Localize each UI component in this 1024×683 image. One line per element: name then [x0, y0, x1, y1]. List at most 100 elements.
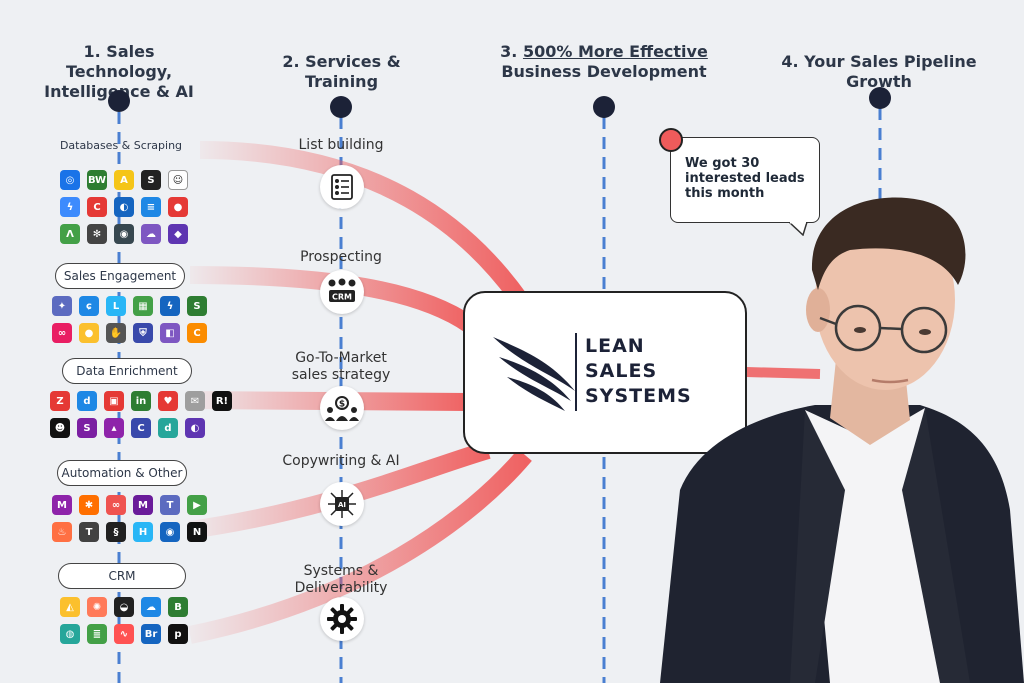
category-automation: Automation & Other [57, 460, 187, 486]
cube-icon: ▣ [104, 391, 124, 411]
ghost-icon: ☺ [168, 170, 188, 190]
brand-line-2: SALES [585, 360, 658, 382]
pipe-icon: ◒ [114, 597, 134, 617]
lemlist-icon: L [106, 296, 126, 316]
testimonial-text: We got 30 interested leads this month [685, 156, 805, 201]
builtwith-icon: BW [87, 170, 107, 190]
cloud-icon: ☁ [141, 224, 161, 244]
seamless-icon: S [141, 170, 161, 190]
column-title-2: 2. Services & Training [282, 52, 401, 91]
band-prospecting [189, 266, 476, 333]
stack-icon: ≡ [141, 197, 161, 217]
reply-icon: ɕ [79, 296, 99, 316]
moon-icon: ◐ [185, 418, 205, 438]
mailshake-icon: ● [79, 323, 99, 343]
wing-logo-icon [493, 337, 575, 411]
bolt-icon: ϟ [160, 296, 180, 316]
money-team-icon: $ [320, 386, 364, 430]
zoominfo-icon: Z [50, 391, 70, 411]
make-icon: M [52, 495, 72, 515]
apex-icon: Λ [60, 224, 80, 244]
brand-line-1: LEAN [585, 335, 645, 357]
mail-icon: ✉ [185, 391, 205, 411]
monday-icon: ∿ [114, 624, 134, 644]
airtable-icon: ◭ [60, 597, 80, 617]
salesforce-icon: ☁ [141, 597, 161, 617]
category-data-enrichment: Data Enrichment [62, 358, 192, 384]
diamond-icon: ◆ [168, 224, 188, 244]
glyph1-icon: ✦ [52, 296, 72, 316]
n8n-icon: ∞ [106, 495, 126, 515]
m-icon: M [133, 495, 153, 515]
t-icon: T [79, 522, 99, 542]
crm-team-icon: CRM [320, 270, 364, 314]
bubble-dot-icon [659, 128, 683, 152]
br-icon: Br [141, 624, 161, 644]
square-icon: ◧ [160, 323, 180, 343]
ai-chip-icon: AI [320, 482, 364, 526]
smile-icon: ☻ [50, 418, 70, 438]
crm-icon-text: CRM [332, 293, 352, 302]
column-node-1 [108, 90, 130, 112]
lime-icon: ≣ [87, 624, 107, 644]
d-icon: d [77, 391, 97, 411]
salesloft-icon: S [187, 296, 207, 316]
s-icon: S [77, 418, 97, 438]
gear-icon [320, 597, 364, 641]
clearbit-icon: C [87, 197, 107, 217]
zapier-icon: ✱ [79, 495, 99, 515]
category-sales-engagement: Sales Engagement [55, 263, 185, 289]
brand-line-3: SYSTEMS [585, 385, 692, 407]
brand-divider [575, 333, 577, 411]
fire-icon: ♨ [52, 522, 72, 542]
robot-icon: ◉ [114, 224, 134, 244]
bookmark-icon: ▴ [104, 418, 124, 438]
c-icon: C [131, 418, 151, 438]
compass-icon: ◎ [60, 170, 80, 190]
column-node-3 [593, 96, 615, 118]
column-title-4: 4. Your Sales Pipeline Growth [781, 52, 977, 91]
svg-text:$: $ [339, 400, 345, 410]
contact-list-icon [320, 165, 364, 209]
band-list-building [199, 141, 528, 306]
category-databases: Databases & Scraping [59, 139, 183, 152]
column-title-3: 3. 500% More Effective Business Developm… [500, 42, 708, 81]
band-output [745, 367, 821, 379]
grid-icon: ▦ [133, 296, 153, 316]
heart-icon: ♥ [158, 391, 178, 411]
notion-icon: N [187, 522, 207, 542]
band-systems [188, 449, 532, 644]
service-label-prospecting: Prospecting [300, 249, 382, 265]
apollo-icon: A [114, 170, 134, 190]
pipedrive-icon: p [168, 624, 188, 644]
service-label-gtm: Go-To-Market sales strategy [291, 350, 391, 383]
teams-icon: T [160, 495, 180, 515]
hand-icon: ✋ [106, 323, 126, 343]
service-label-copywriting: Copywriting & AI [282, 453, 400, 469]
ai-icon-text: AI [338, 501, 346, 509]
brand-card: LEAN SALES SYSTEMS [463, 291, 747, 454]
linkedin-icon: in [131, 391, 151, 411]
meet-icon: ▶ [187, 495, 207, 515]
dropcontact-icon: d [158, 418, 178, 438]
lens-icon: ◐ [114, 197, 134, 217]
testimonial-bubble: We got 30 interested leads this month [659, 128, 820, 236]
atom-icon: ✻ [87, 224, 107, 244]
category-crm: CRM [58, 563, 186, 589]
column-node-2 [330, 96, 352, 118]
h-icon: H [133, 522, 153, 542]
band-copywriting [188, 441, 491, 539]
hubspot-icon: ✺ [87, 597, 107, 617]
service-label-systems: Systems & Deliverability [294, 563, 388, 596]
shield-icon: ⛨ [133, 323, 153, 343]
person-photo [660, 197, 1024, 683]
s2-icon: § [106, 522, 126, 542]
pokeball-icon: ● [168, 197, 188, 217]
cycle-icon: ◉ [160, 522, 180, 542]
crm-c-icon: C [187, 323, 207, 343]
lightning-icon: ϟ [60, 197, 80, 217]
